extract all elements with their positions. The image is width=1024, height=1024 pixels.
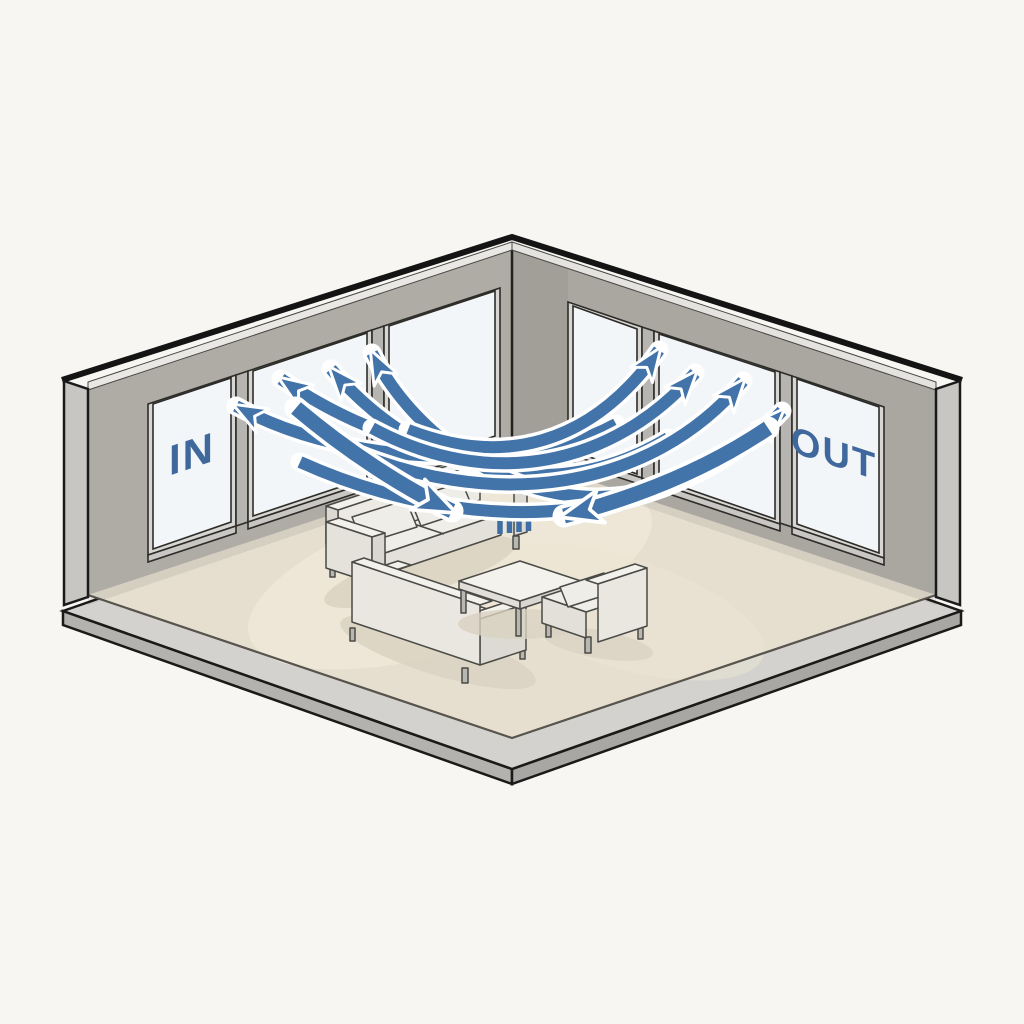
arc-to-right-3 <box>326 371 753 494</box>
armchair <box>541 563 654 661</box>
corner-pillar <box>512 250 568 473</box>
arc-to-right-2 <box>362 363 705 473</box>
wall-end-faces <box>62 379 962 607</box>
left-window-1 <box>147 373 237 564</box>
sofa-lower <box>340 557 536 690</box>
ceiling-edge <box>61 233 963 391</box>
arc-to-right-1 <box>398 340 669 457</box>
left-mullion-1 <box>235 369 249 528</box>
return-arrow <box>552 416 780 528</box>
airflow-arrows <box>226 340 792 528</box>
right-window-3 <box>791 374 885 567</box>
inflow-arrow <box>284 396 464 523</box>
